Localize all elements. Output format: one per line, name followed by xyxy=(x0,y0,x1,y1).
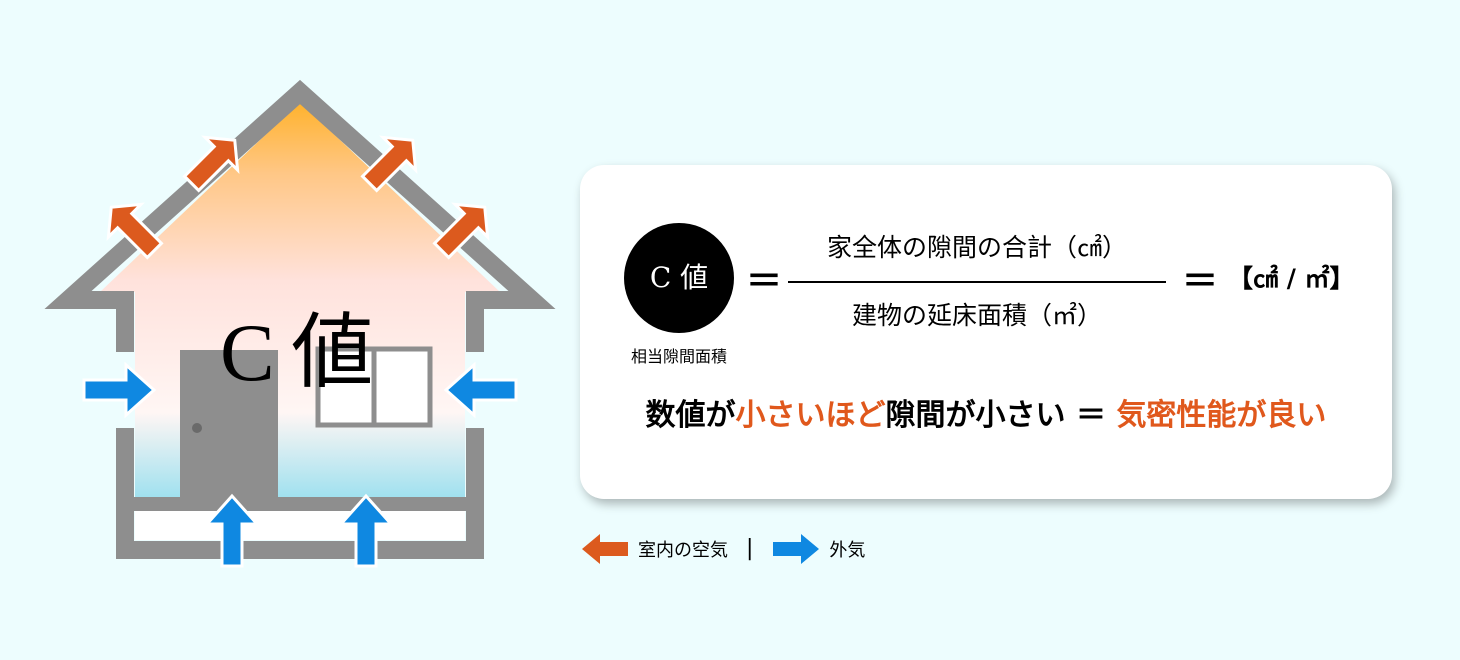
indoor-air-arrow xyxy=(360,135,418,193)
window-icon xyxy=(315,346,433,428)
outdoor-air-arrow xyxy=(337,493,395,568)
formula-unit: 【㎠ / ㎡】 xyxy=(1228,264,1355,293)
c-value-sublabel: 相当隙間面積 xyxy=(630,347,727,366)
house-outline-icon xyxy=(44,79,556,559)
c-value-circle-label: C 値 xyxy=(649,261,709,294)
summary-part3: 隙間が小さい ＝ xyxy=(885,398,1117,433)
indoor-air-arrow xyxy=(182,135,240,193)
c-value-circle: C 値 xyxy=(624,223,734,333)
legend-outdoor-label: 外気 xyxy=(829,540,866,561)
summary-statement: 数値が小さいほど隙間が小さい ＝ 気密性能が良い xyxy=(580,401,1392,431)
house-c-value-label: C 値 xyxy=(220,307,373,398)
door-icon xyxy=(180,350,278,502)
indoor-air-arrow-icon xyxy=(582,534,628,564)
formula-denominator: 建物の延床面積（㎡） xyxy=(851,301,1102,330)
outdoor-air-arrow xyxy=(82,361,157,419)
formula-card: C 値 相当隙間面積 ＝ 家全体の隙間の合計（㎠） 建物の延床面積（㎡） ＝ 【… xyxy=(580,165,1392,499)
house-interior xyxy=(100,102,500,500)
formula-numerator: 家全体の隙間の合計（㎠） xyxy=(826,233,1127,262)
indoor-air-arrow xyxy=(432,202,490,260)
summary-part2: 小さいほど xyxy=(735,398,886,433)
outdoor-air-arrows xyxy=(82,361,518,568)
legend-outdoor: 外気 xyxy=(771,532,865,566)
outdoor-air-arrow-icon xyxy=(773,534,820,564)
outdoor-air-arrow xyxy=(443,361,518,419)
equals-sign-2: ＝ xyxy=(1182,260,1219,302)
legend-indoor: 室内の空気 xyxy=(580,532,728,566)
summary-part1: 数値が xyxy=(645,398,736,433)
equals-sign: ＝ xyxy=(746,260,783,302)
legend: 室内の空気 | 外気 xyxy=(580,531,865,567)
outdoor-air-arrow xyxy=(203,493,261,568)
indoor-air-arrow xyxy=(106,202,164,260)
indoor-air-arrows xyxy=(106,135,490,260)
legend-indoor-label: 室内の空気 xyxy=(638,540,728,561)
legend-divider: | xyxy=(746,536,754,561)
fraction-line xyxy=(788,281,1166,283)
house-floor xyxy=(135,510,465,540)
summary-part4: 気密性能が良い xyxy=(1116,398,1327,433)
